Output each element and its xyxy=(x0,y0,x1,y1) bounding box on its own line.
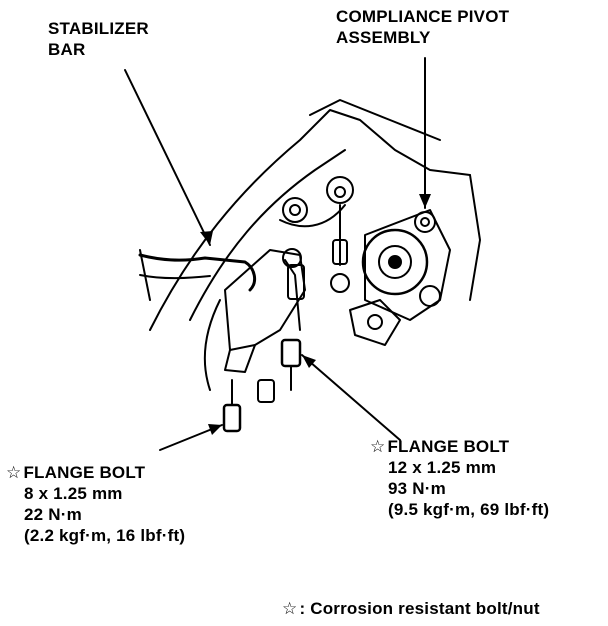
arrowhead-stabilizer xyxy=(200,231,213,245)
pivot-bushing-inner xyxy=(378,245,412,279)
star-icon: ☆ xyxy=(370,437,386,456)
stabilizer-bar xyxy=(138,253,257,292)
flange-bolt-small xyxy=(222,403,242,433)
pivot-ear xyxy=(349,299,401,346)
frame-top xyxy=(309,99,441,141)
star-icon: ☆ xyxy=(282,599,298,618)
pivot-ear-hole xyxy=(367,314,383,330)
pivot-bolt-top-hole xyxy=(420,217,430,227)
frame-right-edge xyxy=(469,174,481,301)
arrowhead-bolt-small xyxy=(208,424,222,435)
pivot-bolt-bottom xyxy=(419,285,441,307)
mount-stud-nut xyxy=(330,273,350,293)
frame-outline-inner xyxy=(189,149,346,321)
stabilizer-bracket xyxy=(224,249,306,351)
stabilizer-end xyxy=(139,249,151,301)
bracket-lower xyxy=(224,344,256,373)
stabilizer-bar-label: STABILIZER BAR xyxy=(48,19,149,59)
frame-outline xyxy=(149,109,471,331)
arrowhead-bolt-large xyxy=(302,355,316,368)
star-icon: ☆ xyxy=(6,463,22,482)
mount-eye-left xyxy=(282,197,308,223)
mount-stud-thread xyxy=(332,239,348,265)
link-nut xyxy=(282,248,302,268)
flange-bolt-large-callout: ☆FLANGE BOLT 12 x 1.25 mm 93 N·m (9.5 kg… xyxy=(370,437,550,519)
flange-bolt-large xyxy=(280,338,302,368)
leader-bolt-large xyxy=(301,354,401,441)
legend: ☆: Corrosion resistant bolt/nut xyxy=(282,599,540,618)
stabilizer-bar-lower xyxy=(139,274,211,280)
flange-bolt-small-callout: ☆FLANGE BOLT 8 x 1.25 mm 22 N·m (2.2 kgf… xyxy=(6,463,186,545)
mount-eye-right xyxy=(326,176,354,204)
mount-eye-left-hole xyxy=(289,204,301,216)
mount-eye-right-hole xyxy=(334,186,346,198)
lower-nut xyxy=(257,379,275,403)
arrowhead-pivot xyxy=(419,194,431,208)
pivot-bushing-outer xyxy=(361,228,429,296)
leader-stabilizer xyxy=(124,69,211,246)
frame-left-curve xyxy=(203,299,221,391)
pivot-bolt-top xyxy=(414,211,436,233)
compliance-pivot-label: COMPLIANCE PIVOT ASSEMBLY xyxy=(336,7,510,47)
pivot-bushing-core xyxy=(388,255,402,269)
